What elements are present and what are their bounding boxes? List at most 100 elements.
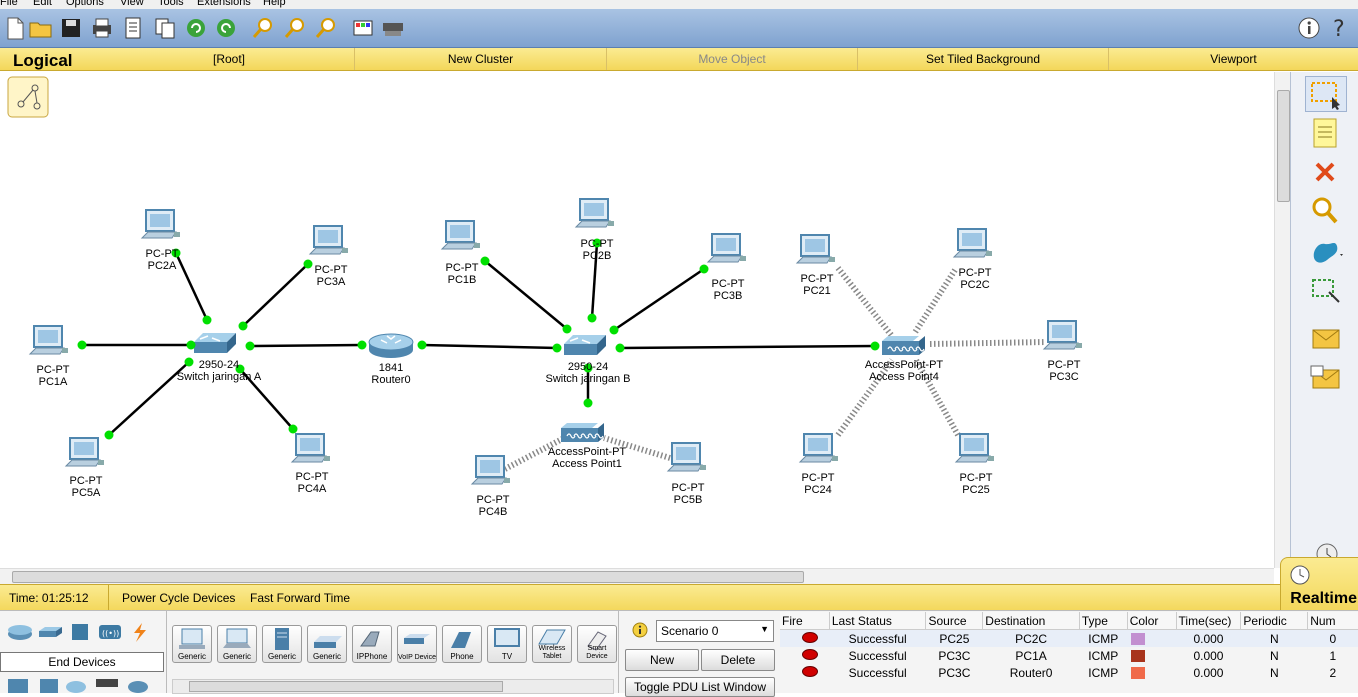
activity-wizard-icon[interactable]: [120, 15, 146, 41]
pc-icon[interactable]: [798, 433, 838, 463]
vertical-scroll-thumb[interactable]: [1277, 90, 1290, 202]
pc-icon[interactable]: [706, 233, 746, 263]
access-point-icon[interactable]: [882, 336, 925, 355]
switches-category-icon[interactable]: [36, 621, 64, 643]
hubs-category-icon[interactable]: [66, 621, 94, 643]
switch-icon[interactable]: [564, 335, 606, 355]
device-voip[interactable]: VoIP Device: [397, 625, 437, 663]
router-icon[interactable]: [368, 333, 414, 358]
menu-options[interactable]: Options: [66, 0, 104, 8]
resize-shape-tool-icon[interactable]: [1305, 274, 1345, 308]
pc-icon[interactable]: [1042, 320, 1082, 350]
wireless-category-icon[interactable]: ((•)): [96, 621, 124, 643]
menu-help[interactable]: Help: [263, 0, 286, 8]
device-generic-printer[interactable]: Generic: [307, 625, 347, 663]
device-phone[interactable]: Phone: [442, 625, 482, 663]
pc-icon[interactable]: [290, 433, 330, 463]
move-object-button[interactable]: Move Object: [607, 48, 858, 70]
zoom-reset-icon[interactable]: [282, 15, 308, 41]
col-periodic[interactable]: Periodic: [1240, 612, 1309, 630]
fast-forward-time-button[interactable]: Fast Forward Time: [250, 591, 351, 605]
device-generic-pc[interactable]: Generic: [172, 625, 212, 663]
note-tool-icon[interactable]: [1305, 116, 1345, 150]
col-color[interactable]: Color: [1127, 612, 1177, 630]
power-cycle-devices-button[interactable]: Power Cycle Devices: [122, 591, 236, 605]
device-smart-device[interactable]: Smart Device: [577, 625, 617, 663]
col-last-status[interactable]: Last Status: [829, 612, 927, 630]
device-ipphone[interactable]: IPPhone: [352, 625, 392, 663]
delete-scenario-button[interactable]: Delete: [701, 649, 775, 671]
device-generic-laptop[interactable]: Generic: [217, 625, 257, 663]
col-time[interactable]: Time(sec): [1176, 612, 1242, 630]
save-icon[interactable]: [58, 15, 84, 41]
palette-icon[interactable]: [350, 15, 376, 41]
add-simple-pdu-icon[interactable]: [1305, 322, 1345, 356]
device-wireless-tablet[interactable]: Wireless Tablet: [532, 625, 572, 663]
col-type[interactable]: Type: [1079, 612, 1128, 630]
menu-file[interactable]: File: [0, 0, 18, 8]
draw-shape-tool-icon[interactable]: [1305, 234, 1345, 268]
pc-icon[interactable]: [140, 209, 180, 239]
select-tool-icon[interactable]: [1305, 76, 1347, 112]
realtime-tab[interactable]: Realtime: [1280, 557, 1358, 612]
access-point-icon[interactable]: [561, 423, 604, 442]
toggle-pdu-list-button[interactable]: Toggle PDU List Window: [625, 677, 775, 697]
fire-icon[interactable]: [802, 665, 818, 677]
menu-extensions[interactable]: Extensions: [197, 0, 251, 8]
new-cluster-button[interactable]: New Cluster: [355, 48, 607, 70]
device-scroll-thumb[interactable]: [189, 681, 503, 692]
fire-icon[interactable]: [802, 648, 818, 660]
pc-icon[interactable]: [470, 455, 510, 485]
viewport-button[interactable]: Viewport: [1210, 52, 1257, 66]
col-fire[interactable]: Fire: [780, 612, 830, 630]
zoom-out-icon[interactable]: [313, 15, 339, 41]
col-num[interactable]: Num: [1307, 612, 1358, 630]
pc-icon[interactable]: [952, 228, 992, 258]
canvas-vertical-scrollbar[interactable]: [1274, 72, 1291, 568]
pc-icon[interactable]: [795, 234, 835, 264]
pc-icon[interactable]: [954, 433, 994, 463]
pc-icon[interactable]: [308, 225, 348, 255]
pc-icon[interactable]: [574, 198, 614, 228]
more-categories-row[interactable]: [6, 675, 156, 693]
horizontal-scroll-thumb[interactable]: [12, 571, 804, 583]
undo-icon[interactable]: [183, 15, 209, 41]
col-destination[interactable]: Destination: [982, 612, 1080, 630]
scenario-select[interactable]: Scenario 0 ▼: [656, 620, 774, 642]
pc-icon[interactable]: [440, 220, 480, 250]
logical-view-icon[interactable]: [7, 76, 49, 118]
pc-icon[interactable]: [666, 442, 706, 472]
delete-tool-icon[interactable]: [1305, 156, 1345, 190]
canvas-horizontal-scrollbar[interactable]: [0, 568, 1274, 584]
set-tiled-background-button[interactable]: Set Tiled Background: [858, 48, 1109, 70]
info-icon[interactable]: [1296, 15, 1322, 41]
zoom-in-icon[interactable]: [250, 15, 276, 41]
device-generic-server[interactable]: Generic: [262, 625, 302, 663]
connections-category-icon[interactable]: [126, 621, 154, 643]
switch-icon[interactable]: [194, 333, 236, 353]
add-complex-pdu-icon[interactable]: [1305, 362, 1345, 396]
menu-view[interactable]: View: [120, 0, 144, 8]
help-icon[interactable]: ?: [1326, 15, 1352, 41]
device-tv[interactable]: TV: [487, 625, 527, 663]
print-icon[interactable]: [89, 15, 115, 41]
scenario-info-icon[interactable]: [632, 622, 648, 638]
routers-category-icon[interactable]: [6, 621, 34, 643]
pc-icon[interactable]: [64, 437, 104, 467]
inspect-tool-icon[interactable]: [1305, 194, 1345, 228]
pc-icon[interactable]: [28, 325, 68, 355]
menu-edit[interactable]: Edit: [33, 0, 52, 8]
fire-icon[interactable]: [802, 631, 818, 643]
menu-tools[interactable]: Tools: [158, 0, 184, 8]
redo-icon[interactable]: [213, 15, 239, 41]
custom-device-icon[interactable]: [380, 15, 406, 41]
new-file-icon[interactable]: [2, 15, 28, 41]
copy-icon[interactable]: [152, 15, 178, 41]
col-source[interactable]: Source: [925, 612, 984, 630]
new-scenario-button[interactable]: New: [625, 649, 699, 671]
open-folder-icon[interactable]: [28, 15, 54, 41]
